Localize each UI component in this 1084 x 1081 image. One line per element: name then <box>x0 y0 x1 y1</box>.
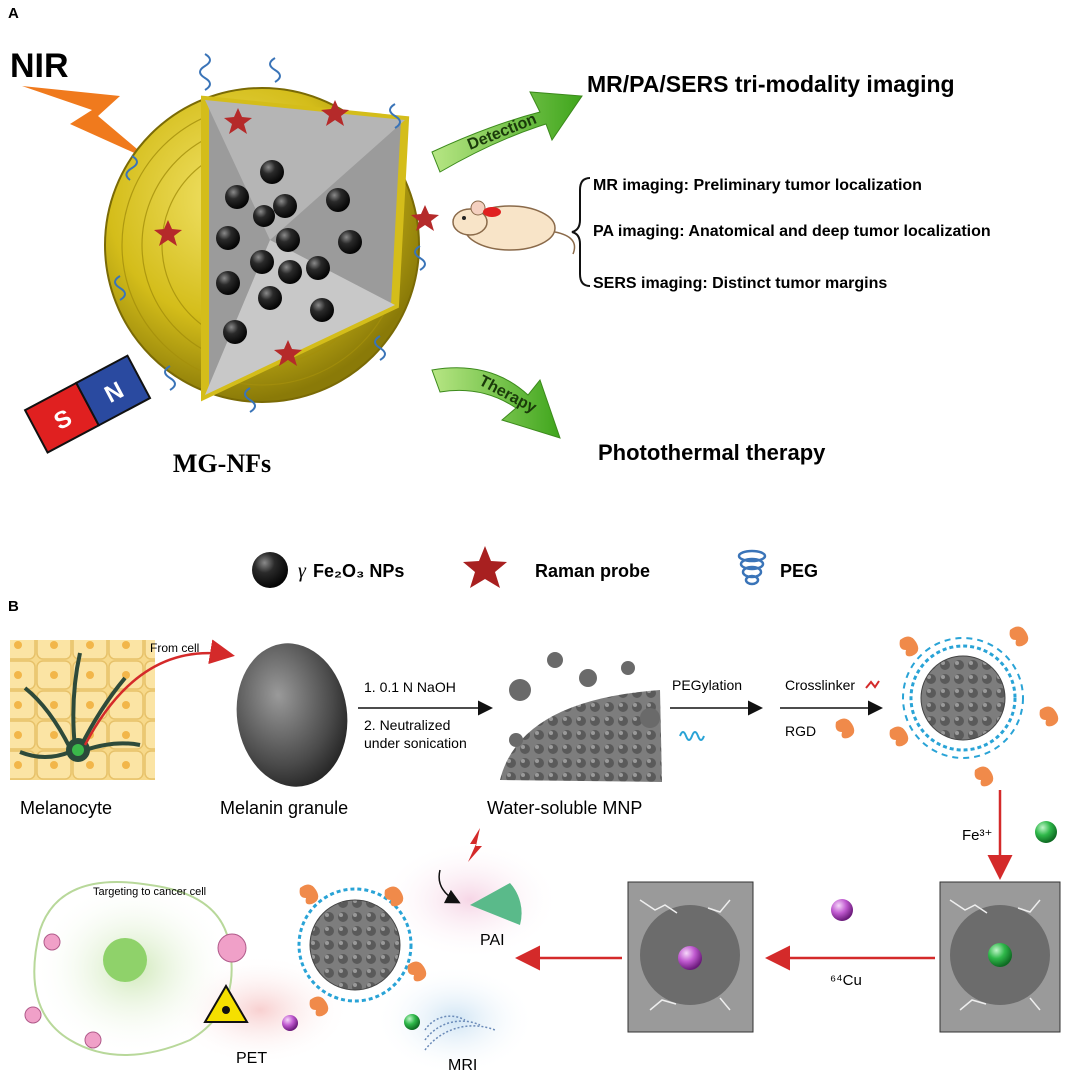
modality-bracket <box>571 177 591 287</box>
melanocyte-image <box>10 640 155 780</box>
pegylation-label: PEGylation <box>672 677 742 693</box>
targeting-mnp <box>282 884 427 1031</box>
peg-legend-label: PEG <box>780 561 818 581</box>
rgd-icon <box>835 718 855 739</box>
cu64-label: ⁶⁴Cu <box>830 972 862 989</box>
fe-chelate-image <box>939 881 1061 1033</box>
fe3-label: Fe³⁺ <box>962 827 992 844</box>
pai-wave-icon <box>470 883 522 925</box>
panel-b-label: B <box>8 598 19 615</box>
fe-gamma-symbol: γ <box>298 560 307 582</box>
radiation-icon <box>203 984 249 1023</box>
mri-wave-icon <box>424 1015 496 1051</box>
targeting-label: Targeting to cancer cell <box>93 886 206 898</box>
peg-coils <box>114 53 426 413</box>
fe2o3-legend-icon <box>252 552 288 588</box>
step1-text: 1. 0.1 N NaOH <box>364 679 456 695</box>
functionalized-mnp <box>889 626 1059 787</box>
step2b-text: under sonication <box>364 735 467 751</box>
from-cell-label: From cell <box>150 641 199 655</box>
from-cell-arrow <box>83 639 235 746</box>
pai-glow <box>380 840 560 960</box>
crosslinker-icon <box>865 680 880 689</box>
mouse-icon <box>452 200 576 255</box>
mr-imaging-text: MR imaging: Preliminary tumor localizati… <box>593 177 922 194</box>
fe3-ion-icon <box>1035 821 1057 843</box>
pa-imaging-text: PA imaging: Anatomical and deep tumor lo… <box>593 223 991 240</box>
cu-chelate-image <box>627 881 754 1033</box>
cu64-ion-icon <box>831 899 853 921</box>
fe2o3-nanoparticles <box>216 160 362 344</box>
mg-nfs-particle <box>104 53 439 413</box>
nir-label: NIR <box>10 47 69 85</box>
melanin-granule-image <box>236 643 348 787</box>
step2a-text: 2. Neutralized <box>364 717 450 733</box>
therapy-arrow: Therapy <box>431 367 561 439</box>
melanocyte-label: Melanocyte <box>20 798 112 818</box>
water-soluble-label: Water-soluble MNP <box>487 798 642 818</box>
pet-label: PET <box>236 1050 267 1067</box>
fe2o3-legend-label: Fe₂O₃ NPs <box>313 561 404 581</box>
raman-probes <box>154 100 439 366</box>
magnet-icon: S N <box>23 354 152 454</box>
melanin-granule-label: Melanin granule <box>220 798 348 818</box>
sers-imaging-text: SERS imaging: Distinct tumor margins <box>593 275 887 292</box>
panel-a-label: A <box>8 5 19 22</box>
peg-wave-icon <box>679 731 705 741</box>
detection-label: Detection <box>465 111 539 154</box>
mg-nfs-label: MG-NFs <box>173 449 271 478</box>
pai-label: PAI <box>480 932 505 949</box>
photothermal-therapy-text: Photothermal therapy <box>598 440 826 465</box>
crosslinker-label: Crosslinker <box>785 677 855 693</box>
pai-arrow <box>438 869 461 904</box>
raman-legend-icon <box>463 546 507 588</box>
nir-bolt-icon <box>22 86 150 160</box>
water-soluble-mnp-image <box>500 652 662 782</box>
rgd-label: RGD <box>785 723 816 739</box>
mri-label: MRI <box>448 1057 477 1074</box>
peg-legend-icon <box>737 549 767 586</box>
raman-legend-label: Raman probe <box>535 561 650 581</box>
legend: γ Fe₂O₃ NPs Raman probe PEG <box>252 546 818 588</box>
mri-glow <box>375 965 535 1075</box>
detection-arrow: Detection <box>431 91 583 173</box>
tri-modality-title: MR/PA/SERS tri-modality imaging <box>587 71 955 97</box>
